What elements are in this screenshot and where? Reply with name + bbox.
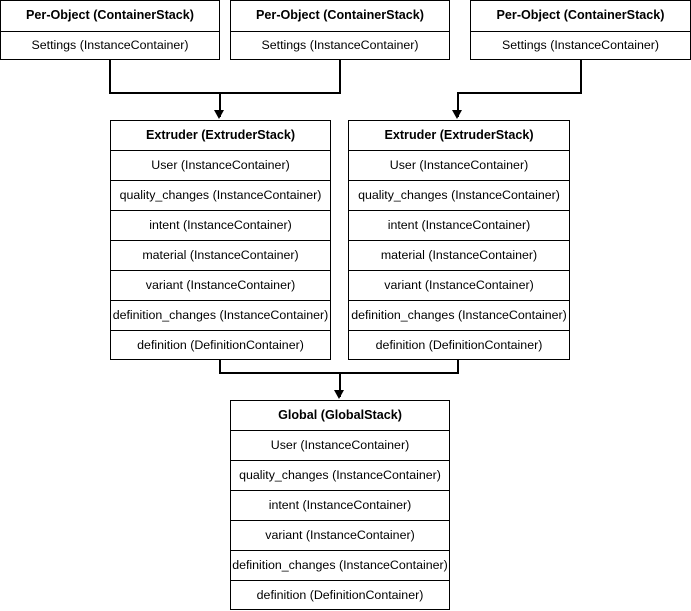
node-global-row-variant: variant (InstanceContainer) <box>231 521 449 551</box>
node-per-object-3-header: Per-Object (ContainerStack) <box>471 1 690 32</box>
node-extruder-1-row-definition: definition (DefinitionContainer) <box>137 338 304 352</box>
edge-global-drop <box>339 372 341 397</box>
edge-extruder-1-bus <box>109 92 341 94</box>
node-extruder-1-row-intent: intent (InstanceContainer) <box>111 211 330 241</box>
edge-per-object-1-stem <box>109 60 111 93</box>
edge-extruder-1-drop <box>219 92 221 117</box>
node-per-object-3-row-settings: Settings (InstanceContainer) <box>501 38 660 52</box>
node-global[interactable]: Global (GlobalStack) User (InstanceConta… <box>230 400 450 610</box>
node-global-row-definition: definition (DefinitionContainer) <box>256 588 424 602</box>
node-extruder-1-row-material: material (InstanceContainer) <box>111 241 330 271</box>
node-extruder-2-row-definition-changes: definition_changes (InstanceContainer) <box>349 301 569 331</box>
node-extruder-2-header: Extruder (ExtruderStack) <box>349 121 569 151</box>
edge-extruder-2-arrowhead <box>452 110 463 119</box>
node-extruder-1[interactable]: Extruder (ExtruderStack) User (InstanceC… <box>110 120 331 360</box>
node-extruder-2-row-quality-changes: quality_changes (InstanceContainer) <box>349 181 569 211</box>
node-extruder-1-header: Extruder (ExtruderStack) <box>111 121 330 151</box>
node-per-object-1-header: Per-Object (ContainerStack) <box>1 1 219 32</box>
edge-per-object-2-stem <box>339 60 341 93</box>
node-per-object-1-row-settings: Settings (InstanceContainer) <box>31 38 189 52</box>
node-extruder-1-row-variant: variant (InstanceContainer) <box>111 271 330 301</box>
node-global-row-quality-changes: quality_changes (InstanceContainer) <box>231 461 449 491</box>
node-per-object-3[interactable]: Per-Object (ContainerStack) Settings (In… <box>470 0 691 60</box>
node-extruder-1-row-quality-changes: quality_changes (InstanceContainer) <box>111 181 330 211</box>
node-extruder-2[interactable]: Extruder (ExtruderStack) User (InstanceC… <box>348 120 570 360</box>
node-extruder-1-row-definition-changes: definition_changes (InstanceContainer) <box>111 301 330 331</box>
edge-per-object-3-stem <box>580 60 582 93</box>
node-extruder-2-row-variant: variant (InstanceContainer) <box>349 271 569 301</box>
node-global-row-intent: intent (InstanceContainer) <box>231 491 449 521</box>
edge-global-stem-right <box>457 360 459 373</box>
node-per-object-2[interactable]: Per-Object (ContainerStack) Settings (In… <box>230 0 450 60</box>
node-extruder-2-row-material: material (InstanceContainer) <box>349 241 569 271</box>
edge-extruder-1-arrowhead <box>214 110 225 119</box>
node-extruder-1-row-user: User (InstanceContainer) <box>111 151 330 181</box>
edge-global-arrowhead <box>334 390 345 399</box>
node-extruder-2-row-intent: intent (InstanceContainer) <box>349 211 569 241</box>
node-global-header: Global (GlobalStack) <box>231 401 449 431</box>
node-per-object-2-header: Per-Object (ContainerStack) <box>231 1 449 32</box>
edge-extruder-2-drop <box>457 92 459 117</box>
node-global-row-user: User (InstanceContainer) <box>231 431 449 461</box>
node-extruder-2-row-user: User (InstanceContainer) <box>349 151 569 181</box>
edge-extruder-2-bus <box>457 92 582 94</box>
node-global-row-definition-changes: definition_changes (InstanceContainer) <box>231 551 449 581</box>
node-per-object-1[interactable]: Per-Object (ContainerStack) Settings (In… <box>0 0 220 60</box>
node-per-object-2-row-settings: Settings (InstanceContainer) <box>261 38 419 52</box>
edge-global-stem-left <box>219 360 221 373</box>
node-extruder-2-row-definition: definition (DefinitionContainer) <box>375 338 543 352</box>
